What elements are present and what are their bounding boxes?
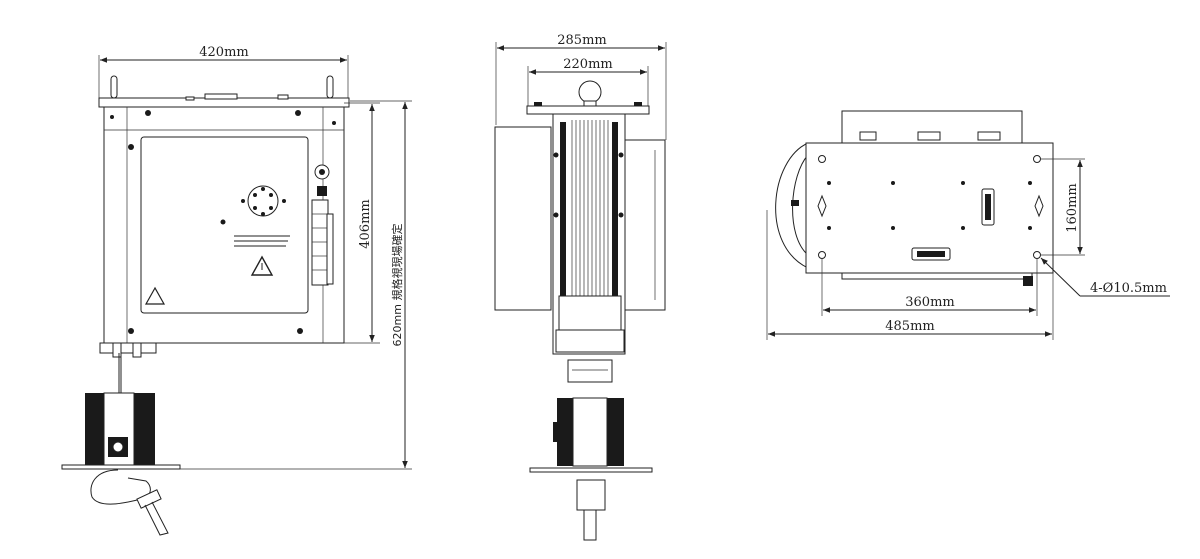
lifting-bolts [110, 75, 334, 99]
side-outer-width-label: 285mm [557, 33, 606, 48]
drum-outline [775, 142, 809, 269]
hole-callout-label: 4-Ø10.5mm [1090, 281, 1167, 296]
side-cover-right [619, 139, 666, 311]
side-inner-width-label: 220mm [563, 57, 612, 72]
side-inner-width-dimension: 220mm [527, 57, 649, 106]
front-body-height-dimension: 406mm [344, 102, 380, 344]
front-width-label: 420mm [199, 45, 248, 60]
lifting-eye-icon [578, 80, 602, 104]
overall-width-dimension: 485mm [766, 210, 1054, 340]
front-body-height-label: 406mm [358, 199, 373, 248]
front-view: 420mm [61, 45, 412, 536]
control-panel [140, 136, 309, 314]
bottom-view: 160mm 4-Ø10.5mm 360mm 485mm [766, 110, 1170, 340]
mounting-holes [818, 155, 1041, 259]
warning-triangle-small-icon [144, 286, 166, 305]
fin-slots [859, 131, 1001, 141]
hole-spacing-label: 360mm [905, 295, 954, 310]
front-total-height-dimension: 620mm 規格視現場確定 [180, 100, 412, 470]
hole-pitch-dimension: 160mm [1041, 158, 1085, 256]
front-total-height-label: 620mm 規格視現場確定 [390, 224, 404, 347]
hole-spacing-dimension: 360mm [821, 259, 1038, 316]
overall-width-label: 485mm [885, 319, 934, 334]
hole-callout: 4-Ø10.5mm [1040, 257, 1170, 297]
pipe-clamp [90, 469, 169, 536]
housing-screws [110, 110, 336, 334]
side-outer-width-dimension: 285mm [495, 33, 667, 140]
indicator-column [311, 164, 334, 286]
side-view: 285mm 220mm [494, 33, 667, 541]
hole-pitch-label: 160mm [1065, 183, 1080, 232]
side-cover-left [494, 126, 552, 311]
panel-text-block [234, 235, 290, 247]
front-width-dimension: 420mm [98, 45, 349, 100]
